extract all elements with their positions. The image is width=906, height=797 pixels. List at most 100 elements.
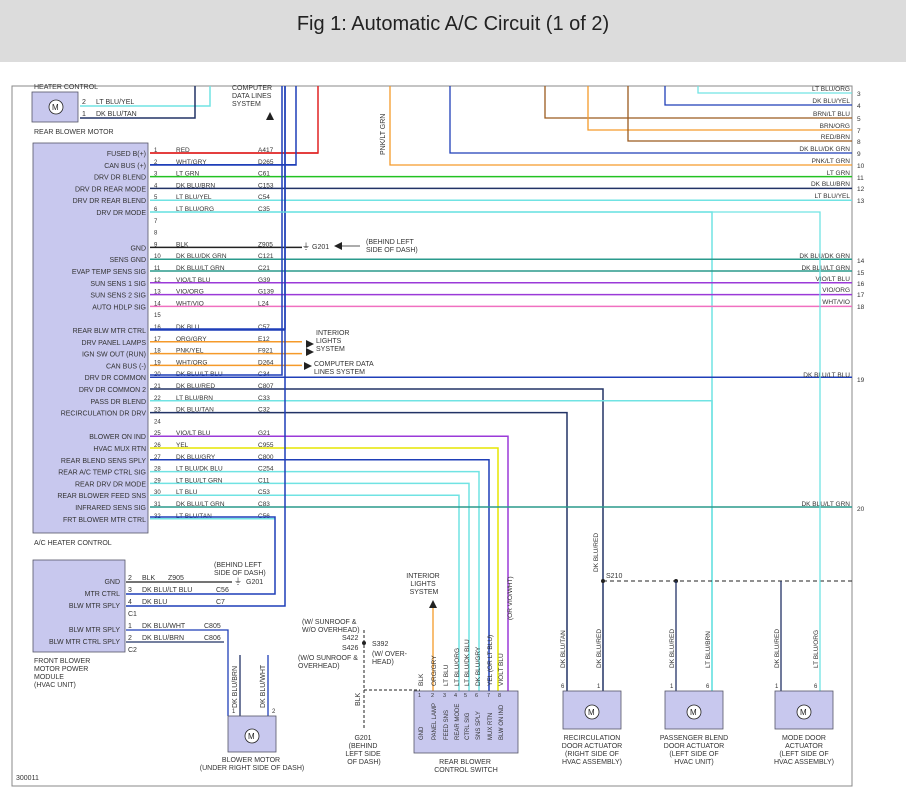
recirc-upper-wire-label: DK BLU/RED <box>593 533 600 572</box>
rb-wire-label-2: ORG/GRY <box>431 655 438 686</box>
mode-wire-label-2: LT BLU/ORG <box>813 630 820 668</box>
bm-wire-1-label: DK BLU/BRN <box>232 666 239 708</box>
fb-col-dkblu: DK BLU <box>142 599 167 606</box>
right-num-13: 13 <box>857 198 865 205</box>
ac-row-pin-23: 23 <box>154 408 161 414</box>
ac-row-circuit-5: C54 <box>258 194 270 201</box>
right-wire-4: DK BLU/YEL <box>812 98 850 105</box>
mode-motor-icon <box>796 704 812 720</box>
ac-row-color-30: LT BLU <box>176 489 198 496</box>
ac-row-pin-25: 25 <box>154 431 161 437</box>
ac-row-name-21: DRV DR COMMON 2 <box>79 387 146 394</box>
arrow-left-icon <box>334 242 342 250</box>
rb-pinnum-8: 8 <box>498 693 501 699</box>
ac-row-color-19: WHT/ORG <box>176 359 207 366</box>
rb-wire-label-8: VIOLT BLU <box>498 653 505 686</box>
fb-wire-c805 <box>126 629 229 716</box>
ac-row-circuit-27: C800 <box>258 454 274 461</box>
fb-label: FRONT BLOWER MOTOR POWER MODULE (HVAC UN… <box>34 658 92 689</box>
pass-blend-pin-1: 1 <box>670 684 674 690</box>
right-wire-12: DK BLU/BRN <box>811 181 850 188</box>
rb-pinnum-4: 4 <box>454 693 457 699</box>
heater-control-block: HEATER CONTROL M REAR BLOWER MOTOR 2 LT … <box>31 84 211 136</box>
diagram-frame <box>11 85 853 787</box>
mode-label-line-1: MODE DOOR <box>782 735 826 742</box>
fb-circ-z905: Z905 <box>168 575 184 582</box>
svg-text:M: M <box>52 103 59 112</box>
ac-row-color-14: WHT/VIO <box>176 300 204 307</box>
fb-circ-c806: C806 <box>204 635 221 642</box>
fbg-2: SIDE OF DASH) <box>214 570 266 577</box>
right-wire-15: DK BLU/LT GRN <box>801 265 850 272</box>
right-wire-14: DK BLU/DK GRN <box>799 253 850 260</box>
mode-label-line-4: HVAC ASSEMBLY) <box>774 759 834 766</box>
il2-1: INTERIOR <box>406 573 439 580</box>
ac-wire-26 <box>150 447 499 691</box>
wire-dk-blu-dk-grn-9 <box>449 86 852 154</box>
mode-label-line-2: ACTUATOR <box>785 743 823 750</box>
rb-pinnum-3: 3 <box>443 693 446 699</box>
right-num-18: 18 <box>857 304 865 311</box>
right-wire-7: BRN/ORG <box>820 123 850 130</box>
ac-row-pin-18: 18 <box>154 349 161 355</box>
riser-can-minus <box>150 86 283 376</box>
ac-row-name-27: REAR BLEND SENS SPLY <box>61 458 146 465</box>
fb-wire-c56 <box>126 516 276 595</box>
wire-lt-blu-yel-top <box>80 86 211 107</box>
rb-pin-8: BLW ON IND <box>499 704 505 740</box>
ac-row-circuit-14: L24 <box>258 300 269 307</box>
right-num-9: 9 <box>857 151 861 158</box>
arrow-right-icon <box>306 340 314 348</box>
ac-row-color-9: BLK <box>176 241 189 248</box>
ac-row-pin-3: 3 <box>154 172 158 178</box>
gtn-1: (BEHIND LEFT <box>366 239 415 246</box>
right-wire-9: DK BLU/DK GRN <box>799 146 850 153</box>
rb-pinnum-7: 7 <box>487 693 490 699</box>
mode-motor-m: M <box>800 708 807 717</box>
ac-row-circuit-31: C83 <box>258 501 270 508</box>
right-num-17: 17 <box>857 292 865 299</box>
ac-row-pin-13: 13 <box>154 290 161 296</box>
pass-blend-motor-icon <box>686 704 702 720</box>
front-blower-wires <box>126 86 286 716</box>
right-num-14: 14 <box>857 258 865 265</box>
recirc-motor-m: M <box>588 708 595 717</box>
ac-row-circuit-25: G21 <box>258 430 271 437</box>
right-wire-19: DK BLU/LT BLU <box>803 372 850 379</box>
cdl-top-label: COMPUTER DATA LINES SYSTEM <box>232 85 274 108</box>
wiring-diagram: HEATER CONTROL M REAR BLOWER MOTOR 2 LT … <box>11 84 865 787</box>
figure-id: 300011 <box>16 775 39 782</box>
rear-blower-switch-label: REAR BLOWER CONTROL SWITCH <box>434 759 498 774</box>
fb-name-c2-sply: BLW MTR SPLY <box>69 627 120 634</box>
ac-row-pin-6: 6 <box>154 207 158 213</box>
ac-row-name-10: SENS GND <box>109 257 146 264</box>
recirc-label-line-2: DOOR ACTUATOR <box>562 743 622 750</box>
ac-row-name-25: BLOWER ON IND <box>89 434 146 441</box>
riser-wht-gry <box>150 86 297 166</box>
ac-row-color-23: DK BLU/TAN <box>176 407 214 414</box>
s392-label: S392 <box>372 641 388 648</box>
ac-row-pin-4: 4 <box>154 183 158 189</box>
ac-row-color-4: DK BLU/BRN <box>176 182 215 189</box>
ac-row-pin-27: 27 <box>154 455 161 461</box>
recirc-wire-label-2: DK BLU/RED <box>596 629 603 668</box>
rb-pinnum-5: 5 <box>464 693 467 699</box>
s426-label: S426 <box>342 645 358 652</box>
recirc-label-line-1: RECIRCULATION <box>564 735 621 742</box>
ac-row-circuit-19: D264 <box>258 359 274 366</box>
ac-row-color-11: DK BLU/LT GRN <box>176 265 225 272</box>
wire-pnk-lt-grn <box>389 86 852 166</box>
ac-row-name-12: SUN SENS 1 SIG <box>90 281 146 288</box>
rbl-2: CONTROL SWITCH <box>434 767 498 774</box>
right-num-5: 5 <box>857 116 861 123</box>
ac-row-pin-24: 24 <box>154 419 161 425</box>
s210-splice: S210 <box>601 573 852 583</box>
s392n-2: HEAD) <box>372 659 394 666</box>
sg-2: (BEHIND <box>349 743 378 750</box>
rb-alt-wire: (OR VIO/WHT) <box>507 576 514 620</box>
ac-row-color-17: ORG/GRY <box>176 336 207 343</box>
